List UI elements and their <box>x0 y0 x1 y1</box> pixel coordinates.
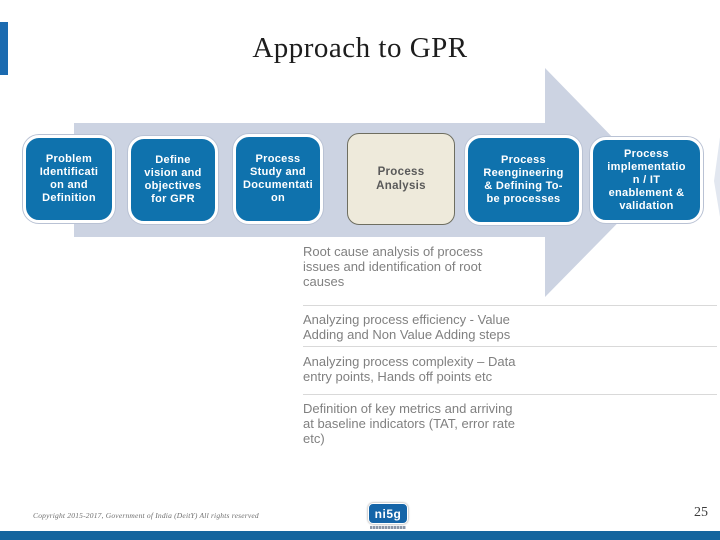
step-process-reengineering: Process Reengineering & Defining To- be … <box>465 135 582 225</box>
note-root-cause: Root cause analysis of process issues an… <box>303 244 483 289</box>
left-accent-bar <box>0 22 8 75</box>
copyright-text: Copyright 2015-2017, Government of India… <box>33 511 259 520</box>
step-label: Process Analysis <box>376 166 426 192</box>
step-label: Problem Identificati on and Definition <box>39 153 99 204</box>
step-label: Process Study and Documentati on <box>243 153 313 204</box>
step-process-implementation: Process implementatio n / IT enablement … <box>590 137 703 223</box>
step-process-study: Process Study and Documentati on <box>233 134 323 224</box>
nisg-logo-text: ni5g <box>374 506 402 521</box>
note-process-complexity: Analyzing process complexity – Data entr… <box>303 354 516 384</box>
note-process-efficiency: Analyzing process efficiency - Value Add… <box>303 312 511 342</box>
nisg-logo-tagline <box>370 526 406 529</box>
page-number: 25 <box>694 505 708 520</box>
note-divider <box>303 305 717 306</box>
step-label: Process Reengineering & Defining To- be … <box>483 154 564 205</box>
step-problem-identification: Problem Identificati on and Definition <box>23 135 115 223</box>
nisg-logo-box: ni5g <box>368 503 408 524</box>
nisg-logo: ni5g <box>368 503 408 529</box>
step-label: Define vision and objectives for GPR <box>144 154 202 205</box>
step-label: Process implementatio n / IT enablement … <box>607 147 686 212</box>
slide-title: Approach to GPR <box>252 32 468 64</box>
note-divider <box>303 346 717 347</box>
step-define-vision: Define vision and objectives for GPR <box>128 136 218 224</box>
right-edge-arrow-fragment <box>714 137 720 217</box>
bottom-accent-bar <box>0 531 720 540</box>
note-divider <box>303 394 717 395</box>
note-key-metrics: Definition of key metrics and arriving a… <box>303 401 515 446</box>
step-process-analysis-current: Process Analysis <box>347 133 455 225</box>
